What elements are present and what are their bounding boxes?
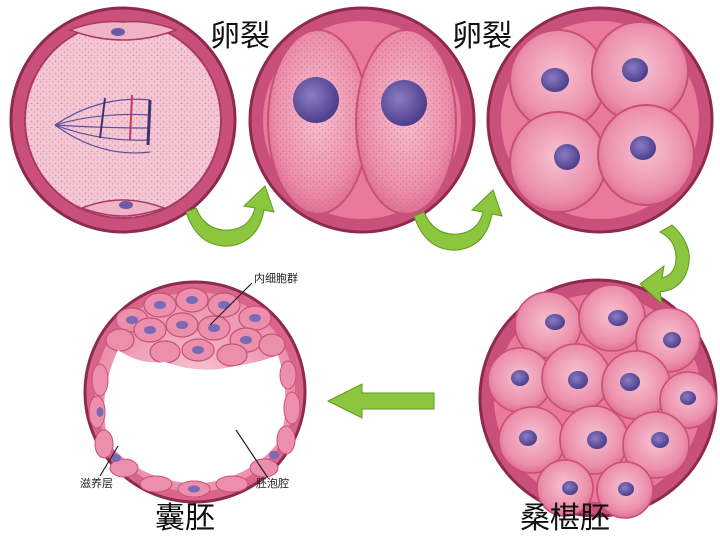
curved-arrow-down [639,224,690,306]
two-cell-stage [248,6,476,234]
nucleus [381,80,427,126]
label-trophoblast: 滋养层 [80,476,113,490]
label-morula: 桑椹胚 [520,501,610,536]
inner-cell-mass [105,287,286,367]
nucleus [541,68,569,92]
zygote-stage [9,6,237,234]
label-cleavage-2: 卵裂 [452,19,512,54]
label-cleavage-1: 卵裂 [210,19,270,54]
curved-arrow-2 [413,189,503,251]
label-blastocoel: 胚泡腔 [256,476,289,490]
mitotic-spindle [54,94,152,154]
nucleus [554,144,580,170]
nucleus [293,77,339,123]
straight-arrow-left [326,383,435,419]
blastocoel-cavity [104,350,286,484]
label-blastocyst: 囊胚 [155,501,215,536]
curved-arrow-1 [185,185,275,247]
nucleus [630,136,656,160]
blastocyst-stage [83,280,307,504]
nucleus [622,58,648,82]
trophoblast-layer [88,360,301,498]
four-cell-stage [486,6,714,234]
label-inner-cell-mass: 内细胞群 [254,271,298,285]
morula-stage [478,278,718,519]
